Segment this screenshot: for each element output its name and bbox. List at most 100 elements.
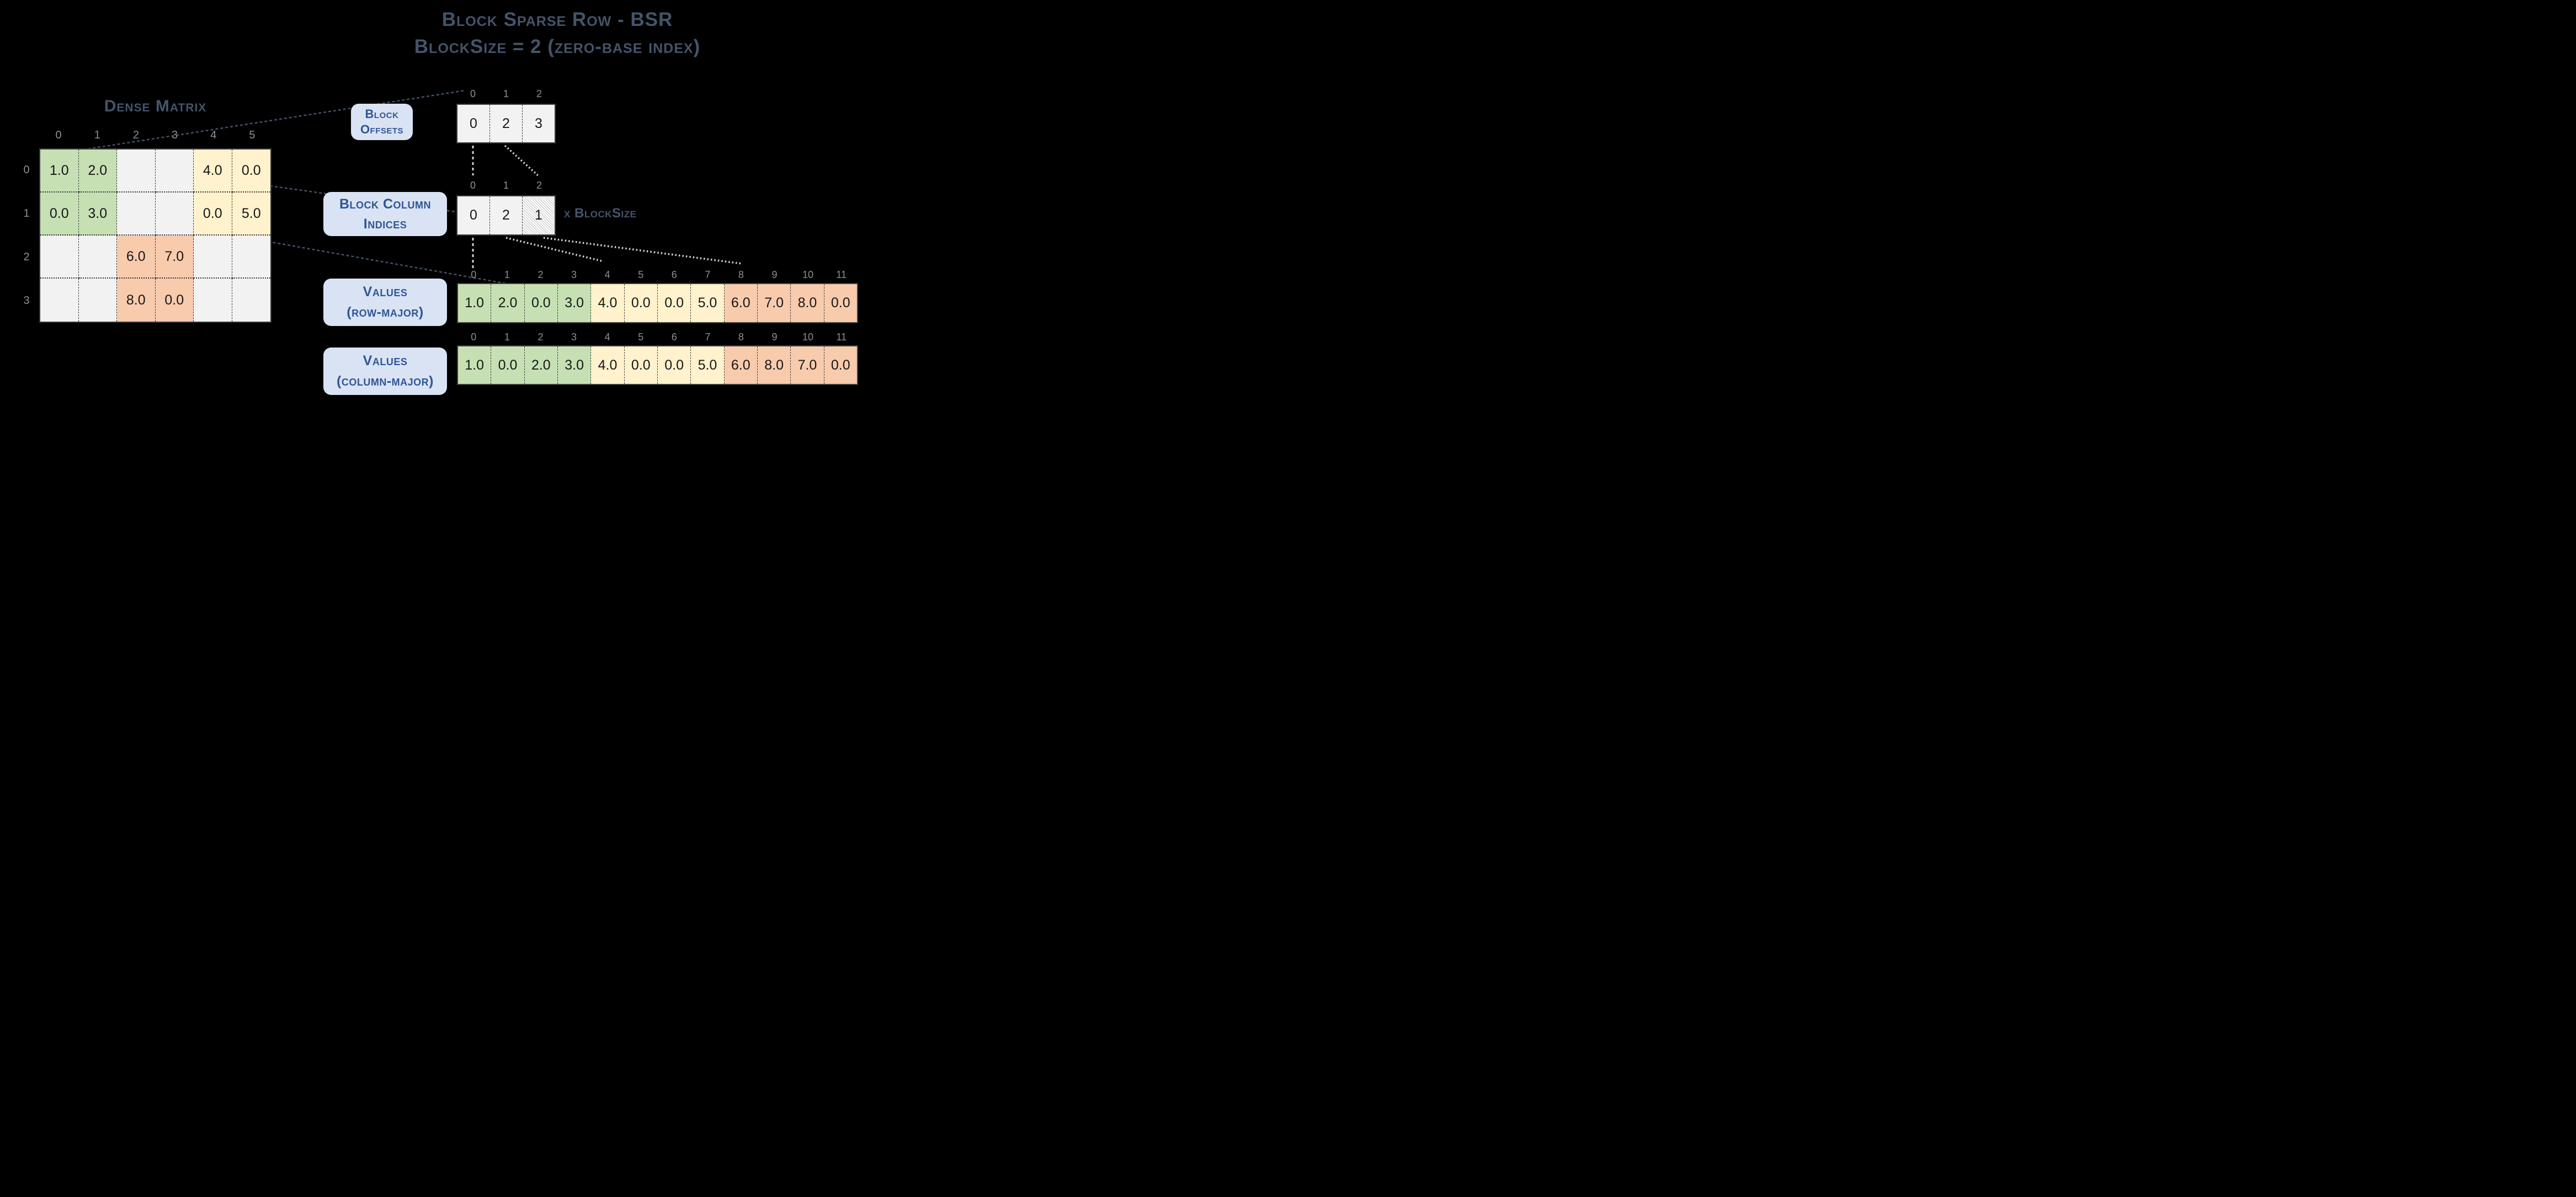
label-line: Values bbox=[363, 284, 408, 300]
matrix-cell bbox=[194, 279, 232, 322]
index-label: 1 bbox=[504, 332, 510, 343]
label-line: Block Column bbox=[339, 196, 432, 212]
row-header: 2 bbox=[23, 251, 30, 263]
matrix-row-headers: 0 1 2 3 bbox=[17, 148, 36, 323]
matrix-cell bbox=[232, 236, 270, 279]
array-cell: 0.0 bbox=[824, 284, 857, 322]
connector-colindex2-diagonal bbox=[543, 237, 743, 265]
index-label: 8 bbox=[738, 332, 744, 343]
matrix-cell: 4.0 bbox=[194, 149, 232, 193]
matrix-cell bbox=[40, 236, 79, 279]
matrix-cell bbox=[155, 193, 194, 236]
col-header: 3 bbox=[172, 129, 178, 141]
index-label: 5 bbox=[638, 269, 644, 280]
index-label: 4 bbox=[604, 269, 610, 280]
block-offsets-array: 0 2 3 bbox=[456, 104, 556, 143]
index-label: 11 bbox=[836, 269, 847, 280]
matrix-cell: 2.0 bbox=[78, 149, 117, 193]
col-header: 4 bbox=[210, 129, 217, 141]
array-cell: 0.0 bbox=[624, 284, 658, 322]
values-column-major-indices: 0 1 2 3 4 5 6 7 8 9 10 11 bbox=[457, 330, 858, 344]
array-cell: 3 bbox=[523, 105, 555, 142]
matrix-cell: 6.0 bbox=[117, 236, 156, 279]
index-label: 2 bbox=[537, 332, 544, 343]
block-column-indices-indices: 0 1 2 bbox=[456, 179, 556, 192]
col-header: 5 bbox=[249, 129, 256, 141]
index-label: 6 bbox=[671, 332, 677, 343]
diagram-title: Block Sparse Row - BSR BlockSize = 2 (ze… bbox=[326, 7, 789, 61]
index-label: 3 bbox=[571, 332, 577, 343]
index-label: 2 bbox=[536, 88, 542, 99]
matrix-cell bbox=[232, 279, 270, 322]
col-header: 0 bbox=[55, 129, 62, 141]
label-line: (row-major) bbox=[347, 304, 424, 320]
array-cell: 0.0 bbox=[657, 284, 691, 322]
label-line: Values bbox=[363, 353, 408, 368]
index-label: 2 bbox=[536, 180, 542, 191]
array-cell: 5.0 bbox=[691, 284, 725, 322]
label-line: (column-major) bbox=[337, 373, 434, 389]
title-line1: Block Sparse Row - BSR bbox=[441, 9, 673, 30]
values-row-major-array: 1.0 2.0 0.0 3.0 4.0 0.0 0.0 5.0 6.0 7.0 … bbox=[457, 283, 858, 323]
index-label: 7 bbox=[705, 269, 711, 280]
matrix-cell bbox=[155, 149, 194, 193]
array-cell: 3.0 bbox=[557, 346, 592, 384]
index-label: 11 bbox=[836, 332, 847, 343]
array-cell: 0.0 bbox=[491, 346, 525, 384]
connector-offset2-diagonal bbox=[504, 145, 540, 178]
array-cell: 8.0 bbox=[757, 346, 791, 384]
index-label: 1 bbox=[504, 269, 510, 280]
array-cell: 4.0 bbox=[591, 346, 625, 384]
matrix-cell: 7.0 bbox=[155, 236, 194, 279]
row-header: 0 bbox=[23, 164, 30, 176]
array-cell: 7.0 bbox=[757, 284, 791, 322]
values-row-major-label: Values (row-major) bbox=[323, 279, 447, 326]
array-cell: 0.0 bbox=[624, 346, 658, 384]
row-header: 3 bbox=[23, 295, 30, 307]
matrix-cell bbox=[117, 193, 156, 236]
matrix-cell: 3.0 bbox=[78, 193, 117, 236]
index-label: 0 bbox=[471, 332, 477, 343]
index-label: 3 bbox=[571, 269, 577, 280]
array-cell: 8.0 bbox=[791, 284, 824, 322]
matrix-cell: 0.0 bbox=[232, 149, 270, 193]
title-line2: BlockSize = 2 (zero-base index) bbox=[414, 36, 701, 57]
matrix-cell bbox=[194, 236, 232, 279]
array-cell: 5.0 bbox=[691, 346, 725, 384]
bsr-format-diagram: Block Sparse Row - BSR BlockSize = 2 (ze… bbox=[0, 0, 859, 399]
array-cell: 1.0 bbox=[458, 346, 492, 384]
index-label: 10 bbox=[802, 332, 814, 343]
matrix-cell: 1.0 bbox=[40, 149, 79, 193]
matrix-column-headers: 0 1 2 3 4 5 bbox=[39, 127, 272, 143]
row-header: 1 bbox=[23, 207, 30, 220]
index-label: 7 bbox=[705, 332, 711, 343]
index-label: 9 bbox=[771, 269, 778, 280]
matrix-cell bbox=[40, 279, 79, 322]
index-label: 4 bbox=[604, 332, 610, 343]
label-line: Offsets bbox=[360, 122, 404, 136]
label-line: Indices bbox=[363, 216, 407, 232]
matrix-cell: 5.0 bbox=[232, 193, 270, 236]
array-cell: 4.0 bbox=[591, 284, 625, 322]
dense-matrix-title: Dense Matrix bbox=[104, 97, 207, 115]
array-cell: 0 bbox=[457, 105, 490, 142]
array-cell: 0.0 bbox=[657, 346, 691, 384]
matrix-cell: 0.0 bbox=[155, 279, 194, 322]
blocksize-note: x BlockSize bbox=[564, 206, 637, 221]
array-cell: 7.0 bbox=[791, 346, 824, 384]
array-cell: 0.0 bbox=[824, 346, 857, 384]
array-cell: 2 bbox=[490, 196, 523, 234]
index-label: 10 bbox=[802, 269, 814, 280]
index-label: 8 bbox=[738, 269, 744, 280]
index-label: 0 bbox=[470, 88, 476, 99]
matrix-cell: 8.0 bbox=[117, 279, 156, 322]
col-header: 2 bbox=[132, 129, 139, 141]
array-cell: 6.0 bbox=[724, 346, 758, 384]
matrix-cell bbox=[78, 236, 117, 279]
block-column-indices-array: 0 2 1 bbox=[456, 195, 556, 236]
index-label: 5 bbox=[638, 332, 644, 343]
array-cell: 2.0 bbox=[524, 346, 558, 384]
matrix-cell bbox=[117, 149, 156, 193]
array-cell: 2.0 bbox=[491, 284, 525, 322]
index-label: 0 bbox=[471, 269, 477, 280]
